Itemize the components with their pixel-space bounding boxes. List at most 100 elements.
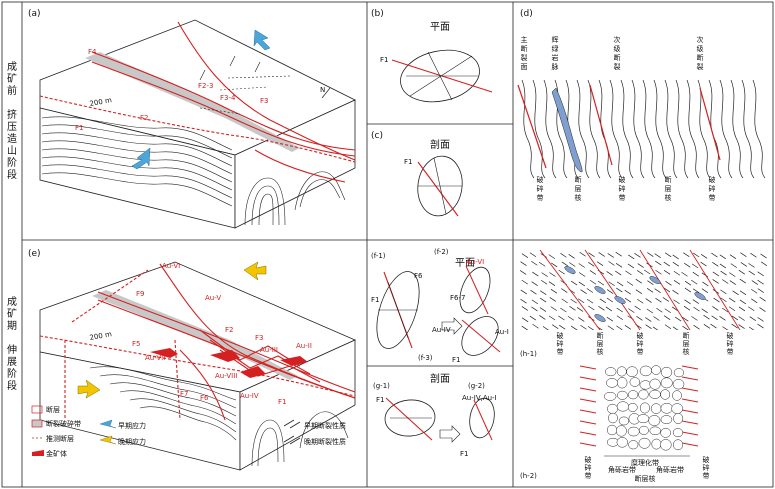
fracture-stroke (729, 254, 737, 259)
fracture-stroke (521, 325, 528, 330)
panel-h1: 破碎带 断层核 破碎带 断层核 破碎带 (519, 249, 767, 356)
panel-f: 平面 F6 F1 Au-VI F6-7 Au-IV Au-I F1 (371, 258, 509, 364)
h1-fault-line (584, 249, 641, 330)
fracture-stroke (637, 263, 644, 268)
fracture-stroke (647, 252, 654, 257)
fracture-stroke (739, 278, 746, 284)
fracture-stroke (757, 271, 764, 277)
fracture-stroke (646, 308, 654, 314)
fracture-stroke (529, 252, 537, 258)
fracture-stroke (748, 326, 755, 330)
fracture-stroke (548, 315, 556, 321)
fracture-stroke (662, 297, 670, 302)
fracture-stroke (731, 315, 739, 321)
fracture-stroke (720, 270, 727, 276)
fracture-stroke (628, 308, 635, 313)
fracture-stroke (531, 260, 538, 266)
fracture-stroke (576, 307, 584, 312)
breccia-clast (615, 425, 627, 437)
fracture-stroke (579, 251, 586, 257)
panel-e-label: (e) (28, 249, 41, 259)
fracture-stroke (607, 325, 614, 330)
blue-arrow-a-top (253, 29, 271, 51)
breccia-clast (618, 416, 630, 426)
h2-breccia-1: 角砾岩带 (608, 465, 636, 474)
foliation-line (642, 79, 656, 179)
fracture-stroke (759, 296, 766, 302)
fracture-stroke (681, 271, 688, 277)
breccia-clast (649, 389, 661, 399)
fracture-stroke (521, 253, 529, 258)
h2-fracture (579, 409, 597, 414)
breccia-clast (673, 439, 684, 451)
fracture-stroke (729, 272, 736, 277)
f-label-f6: F6 (414, 272, 423, 280)
fracture-stroke (550, 306, 557, 311)
breccia-clast (649, 426, 661, 436)
fracture-stroke (578, 263, 585, 268)
breccia-clast (607, 403, 618, 414)
stage-label-bottom: 成矿期 伸展阶段 (7, 296, 17, 392)
h1-lens (594, 286, 606, 294)
fracture-stroke (673, 299, 680, 305)
fracture-stroke (654, 253, 661, 258)
svg-text:Au-IV: Au-IV (240, 392, 259, 400)
fracture-stroke (538, 261, 546, 267)
h2-fracture (579, 387, 597, 392)
fracture-stroke (652, 326, 659, 330)
breccia-clast (616, 401, 630, 412)
breccia-clast (617, 390, 628, 400)
fracture-stroke (730, 263, 738, 268)
breccia-clast (651, 438, 662, 450)
svg-text:F1: F1 (278, 398, 286, 406)
fracture-stroke (645, 317, 652, 322)
fracture-stroke (701, 288, 709, 293)
fracture-stroke (655, 260, 662, 266)
fracture-stroke (711, 252, 718, 258)
fracture-stroke (636, 270, 644, 275)
fracture-stroke (672, 254, 679, 260)
fracture-stroke (549, 272, 556, 277)
h2-fracture (681, 409, 699, 414)
fracture-stroke (711, 315, 718, 321)
panel-c-label: (c) (371, 131, 383, 141)
breccia-clast (660, 389, 671, 400)
fracture-stroke (634, 305, 641, 311)
breccia-clast (660, 415, 673, 424)
h2-fracture (681, 376, 699, 381)
breccia-clast (639, 402, 650, 414)
fracture-stroke (722, 326, 729, 330)
fracture-stroke (532, 323, 539, 329)
fracture-stroke (712, 271, 720, 277)
legend-inferred: 推测断层 (46, 434, 74, 443)
fracture-stroke (519, 270, 527, 275)
fracture-stroke (760, 261, 767, 267)
fracture-stroke (607, 253, 614, 258)
fracture-stroke (606, 297, 614, 303)
breccia-clast (660, 427, 671, 438)
fracture-stroke (751, 288, 758, 294)
yellow-arrow-e-top (243, 261, 267, 281)
ellipse-b: 平面 F1 (380, 22, 493, 103)
fracture-stroke (692, 271, 699, 277)
svg-text:F4: F4 (88, 48, 97, 56)
fracture-stroke (551, 262, 558, 268)
fracture-stroke (664, 308, 671, 314)
fracture-stroke (712, 262, 719, 267)
breccia-clast (660, 377, 673, 389)
fracture-stroke (635, 278, 642, 284)
panel-a-label: (a) (28, 9, 41, 19)
fracture-stroke (586, 288, 594, 293)
fracture-stroke (646, 288, 654, 293)
fracture-stroke (558, 269, 565, 275)
fracture-stroke (608, 281, 615, 287)
fracture-stroke (684, 262, 691, 268)
breccia-clast (603, 391, 617, 401)
fracture-stroke (684, 299, 691, 305)
h2-fracture (579, 376, 597, 381)
panel-g1-label: (g-1) (373, 382, 390, 390)
fracture-stroke (580, 289, 587, 294)
fracture-stroke (531, 281, 538, 287)
fracture-stroke (674, 316, 682, 322)
svg-text:F2: F2 (140, 114, 148, 122)
